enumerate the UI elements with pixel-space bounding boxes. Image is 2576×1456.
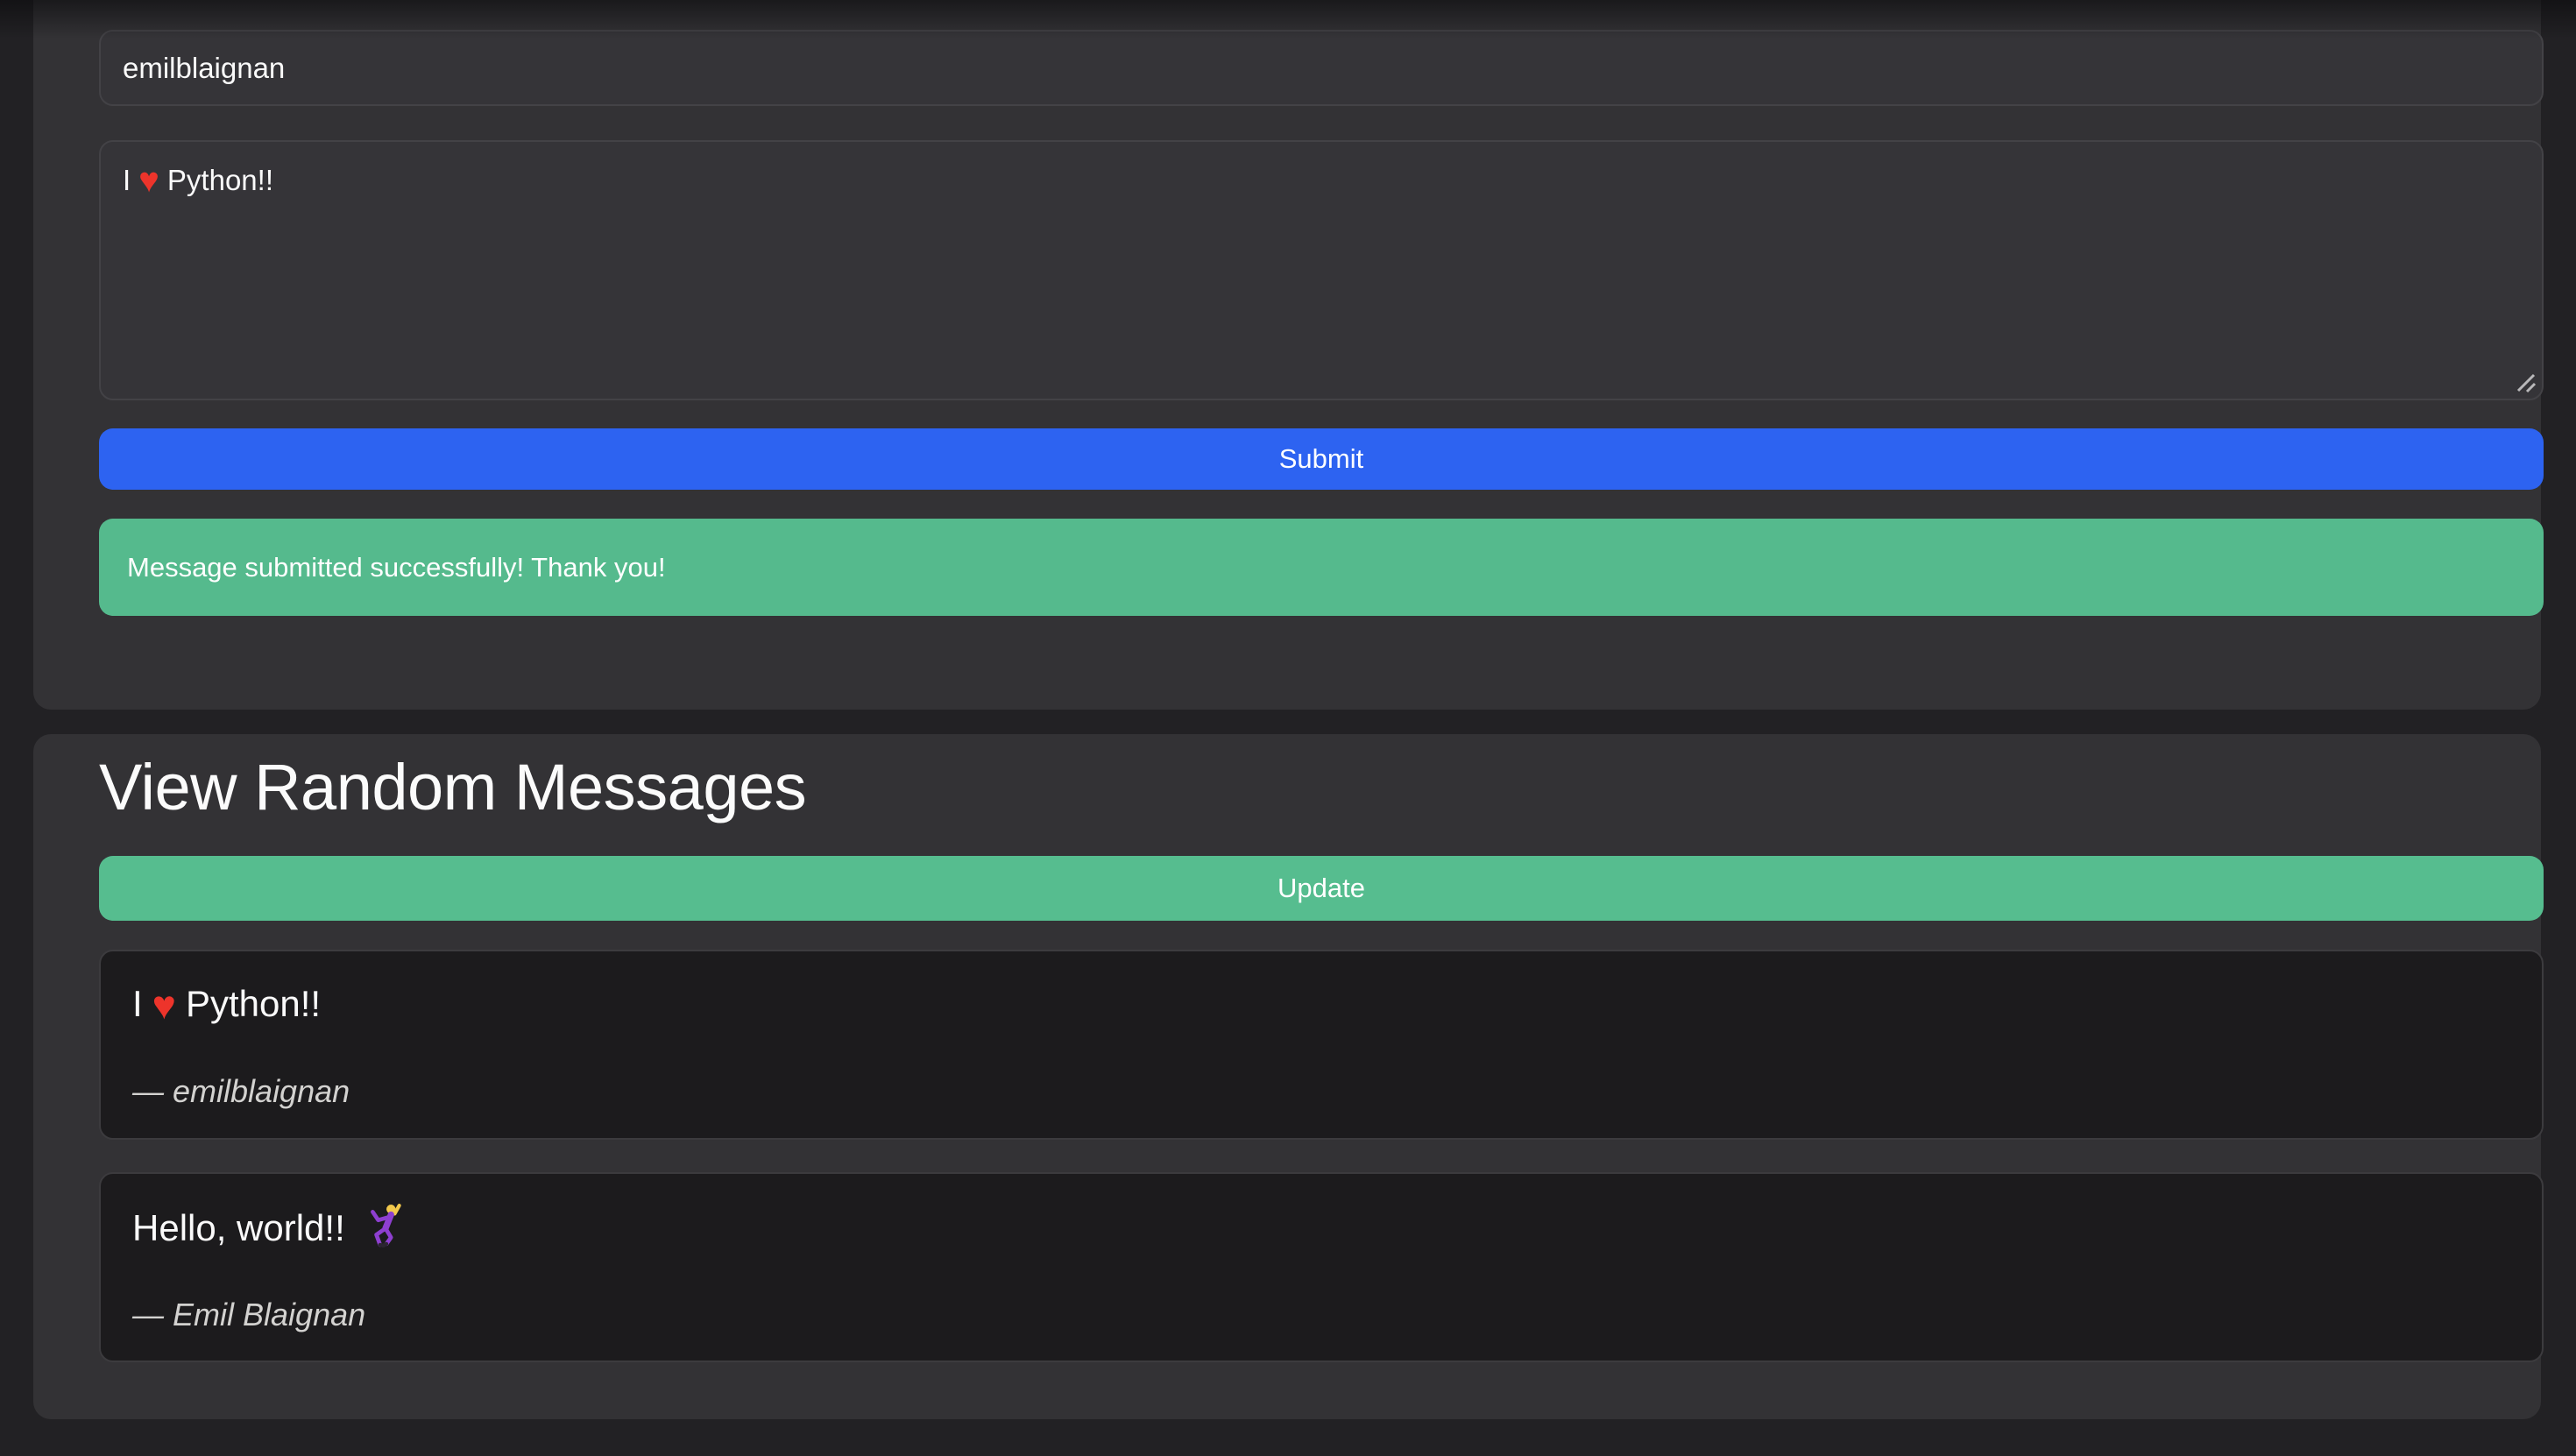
success-alert: Message submitted successfully! Thank yo… — [99, 519, 2544, 616]
author-name: emilblaignan — [173, 1073, 350, 1109]
message-textarea[interactable]: I♥Python!! — [99, 140, 2544, 400]
submit-button[interactable]: Submit — [99, 428, 2544, 490]
textarea-resize-grip-icon[interactable] — [2508, 364, 2537, 394]
message-card: Hello, world!! — Emil Blaignan — [99, 1172, 2544, 1362]
message-text-after: Python!! — [166, 164, 273, 196]
message-text: I♥Python!! — [132, 981, 2510, 1028]
message-text-before: Hello, world!! — [132, 1207, 345, 1248]
message-card: I♥Python!! — emilblaignan — [99, 950, 2544, 1140]
author-prefix: — — [132, 1073, 173, 1109]
success-alert-text: Message submitted successfully! Thank yo… — [127, 551, 666, 583]
update-button[interactable]: Update — [99, 856, 2544, 921]
view-messages-panel: View Random Messages Update I♥Python!! —… — [33, 734, 2544, 1419]
author-name: Emil Blaignan — [173, 1297, 366, 1332]
page-title: View Random Messages — [99, 751, 807, 823]
message-text-before: I — [132, 983, 143, 1024]
message-author: — Emil Blaignan — [132, 1297, 2510, 1333]
message-text: Hello, world!! — [132, 1204, 2510, 1251]
author-prefix: — — [132, 1297, 173, 1332]
man-dancing-icon — [371, 1204, 402, 1247]
red-heart-icon: ♥ — [138, 161, 159, 200]
message-text-after: Python!! — [185, 983, 322, 1024]
red-heart-icon: ♥ — [152, 982, 176, 1028]
name-input[interactable] — [99, 30, 2544, 106]
submit-message-panel: I♥Python!! Submit Message submitted succ… — [33, 0, 2544, 710]
message-text-before: I — [123, 164, 131, 196]
message-author: — emilblaignan — [132, 1073, 2510, 1110]
